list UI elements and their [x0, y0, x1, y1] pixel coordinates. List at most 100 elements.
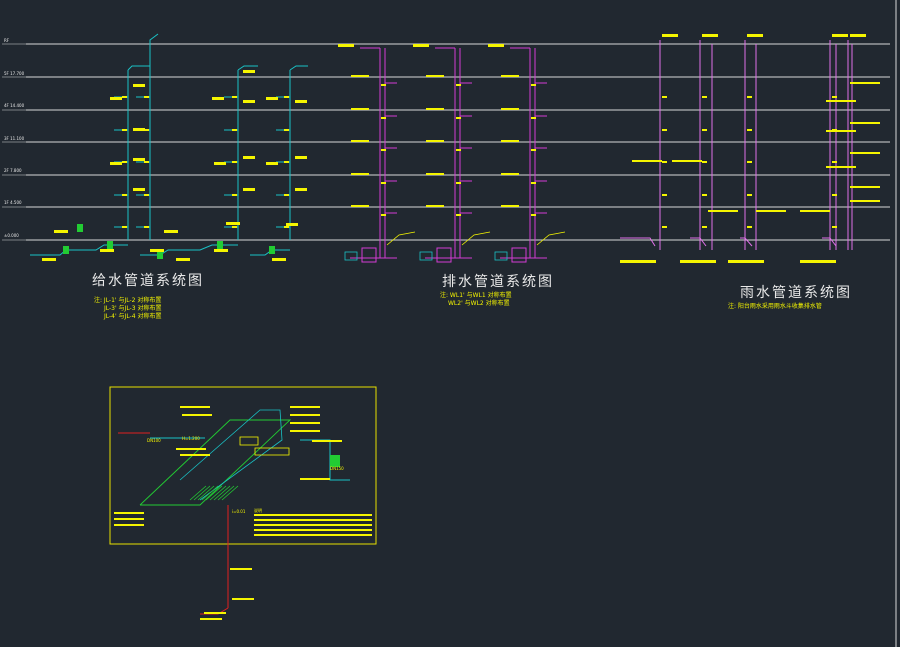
supply-label-mark: [295, 188, 307, 191]
rain-mark: [747, 129, 752, 131]
detail-text-mark: [200, 618, 222, 620]
supply-text-mark: [214, 249, 228, 252]
drain-leader: [536, 231, 566, 246]
detail-iso-pipe: [179, 409, 283, 501]
drain-mark: [456, 149, 461, 151]
floor-label-0: ±0.000: [4, 233, 19, 238]
supply-label-mark: [243, 70, 255, 73]
water-supply-system: [30, 33, 308, 261]
rain-head-label: [662, 34, 678, 37]
supply-valve-mark: [122, 226, 127, 228]
drain-label-mark: [351, 173, 369, 175]
detail-label-slope: i=0.01: [232, 509, 246, 514]
drain-label-mark: [351, 205, 369, 207]
detail-text-mark: [290, 430, 320, 432]
supply-valve-mark: [284, 194, 289, 196]
rain-mark: [832, 96, 837, 98]
rain-mark: [747, 194, 752, 196]
detail-text-mark: [114, 524, 144, 526]
drainage-title: 排水管道系统图: [442, 274, 554, 290]
detail-note-line: [254, 534, 372, 536]
rain-head-label: [747, 34, 763, 37]
rain-label-mark: [672, 160, 702, 162]
supply-valve-mark: [284, 96, 289, 98]
detail-hatch: [193, 485, 211, 501]
supply-valve: [269, 246, 275, 254]
detail-text-mark: [182, 414, 212, 416]
drain-label-mark: [426, 173, 444, 175]
supply-valve-mark: [232, 161, 237, 163]
rain-head-label: [850, 34, 866, 37]
drainage-note-2: WL2' 与WL2 对称布置: [448, 300, 510, 307]
supply-valve: [107, 241, 113, 249]
floor-label-3: 3F 11.100: [4, 136, 25, 141]
supply-valve-mark: [144, 96, 149, 98]
supply-label-mark: [214, 162, 226, 165]
supply-valve-mark: [232, 194, 237, 196]
rain-mark: [702, 226, 707, 228]
detail-text-mark: [230, 568, 252, 570]
supply-bottom-main: [140, 244, 238, 256]
drain-label-mark: [488, 44, 504, 47]
detail-text-mark: [232, 598, 254, 600]
drain-label-mark: [426, 75, 444, 77]
detail-text-mark: [176, 448, 206, 450]
drain-mark: [456, 84, 461, 86]
drain-label-mark: [413, 44, 429, 47]
detail-text-mark: [114, 518, 144, 520]
rain-label-mark: [632, 160, 662, 162]
supply-valve-mark: [144, 161, 149, 163]
supply-label-mark: [243, 100, 255, 103]
rain-mark: [662, 226, 667, 228]
rain-mark: [662, 161, 667, 163]
water-supply-note-2: JL-3' 与JL-3 对称布置: [104, 305, 162, 312]
supply-label-mark: [133, 188, 145, 191]
drain-label-mark: [501, 173, 519, 175]
drain-leader: [386, 231, 416, 246]
rainwater-system: [620, 34, 880, 263]
supply-text-mark: [42, 258, 56, 261]
drain-label-mark: [426, 140, 444, 142]
supply-text-mark: [164, 230, 178, 233]
supply-valve-mark: [232, 129, 237, 131]
drain-mark: [381, 214, 386, 216]
detail-valve: [330, 455, 340, 467]
supply-valve-mark: [122, 161, 127, 163]
detail-pipe: [300, 439, 350, 481]
detail-box: [239, 436, 259, 446]
rain-outlet: [620, 237, 656, 247]
supply-valve-mark: [284, 161, 289, 163]
drain-label-mark: [501, 108, 519, 110]
drain-label-mark: [426, 108, 444, 110]
supply-valve-mark: [122, 129, 127, 131]
drain-label-mark: [426, 205, 444, 207]
supply-valve-mark: [144, 226, 149, 228]
detail-text-mark: [180, 406, 210, 408]
rain-mark: [747, 161, 752, 163]
supply-top-connection: [127, 33, 159, 71]
drain-sym: [419, 251, 433, 261]
supply-bottom-main: [250, 249, 290, 256]
rain-bottom-label: [800, 260, 836, 263]
supply-label-mark: [133, 84, 145, 87]
supply-valve-mark: [144, 129, 149, 131]
drainage-note-1: 注: WL1' 与WL1 对称布置: [440, 292, 512, 299]
supply-text-mark: [54, 230, 68, 233]
drain-label-mark: [351, 108, 369, 110]
rain-mark: [832, 226, 837, 228]
detail-text-mark: [114, 512, 144, 514]
water-supply-note-3: JL-4' 与JL-4 对称布置: [104, 313, 162, 320]
drain-box: [511, 247, 527, 263]
rain-head-label: [832, 34, 848, 37]
drain-label-mark: [338, 44, 354, 47]
drain-mark: [531, 214, 536, 216]
detail-label-dn100: DN100: [147, 438, 161, 443]
supply-valve-mark: [284, 226, 289, 228]
rain-label-mark: [850, 152, 880, 154]
drain-leader: [461, 231, 491, 246]
supply-label-mark: [286, 223, 298, 226]
supply-label-mark: [133, 158, 145, 161]
detail-isometric: [109, 386, 377, 620]
water-supply-title: 给水管道系统图: [92, 273, 204, 289]
supply-label-mark: [110, 97, 122, 100]
